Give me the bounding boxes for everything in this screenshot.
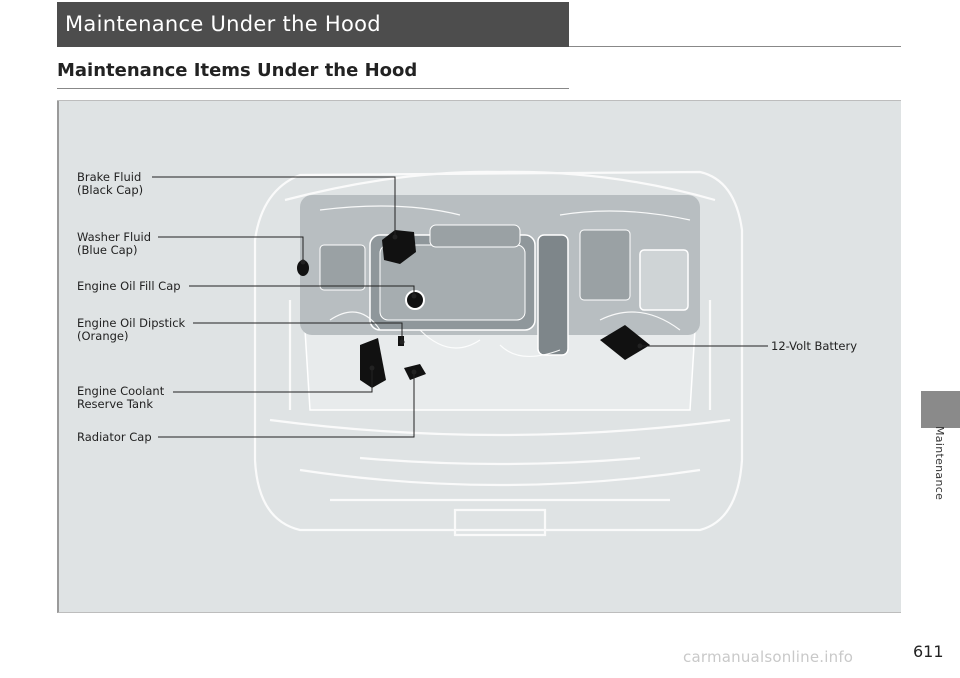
callout-engine-oil-fill-cap: Engine Oil Fill Cap (77, 279, 181, 293)
section-title: Maintenance Under the Hood (57, 2, 569, 47)
dipstick-leader (193, 322, 403, 342)
panel-top-rule (57, 100, 901, 101)
washer-fluid-leader (158, 236, 304, 262)
callout-engine-oil-dipstick: Engine Oil Dipstick (Orange) (77, 316, 186, 343)
callout-engine-coolant: Engine Coolant Reserve Tank (77, 384, 165, 411)
callout-battery: 12-Volt Battery (771, 339, 858, 353)
page-number: 611 (913, 642, 944, 661)
chapter-label: Maintenance (933, 426, 946, 501)
banner-rule (569, 46, 901, 47)
callout-washer-fluid: Washer Fluid (Blue Cap) (77, 230, 152, 257)
oil-fill-leader (189, 285, 415, 296)
callout-brake-fluid: Brake Fluid (Black Cap) (77, 170, 144, 197)
watermark: carmanualsonline.info (683, 648, 854, 666)
chapter-tab[interactable] (921, 391, 960, 428)
coolant-leader (173, 368, 373, 393)
subtitle-rule (57, 88, 569, 89)
subsection-title: Maintenance Items Under the Hood (57, 60, 418, 81)
radiator-leader (158, 372, 415, 438)
brake-fluid-leader (152, 176, 396, 237)
callout-radiator-cap: Radiator Cap (77, 430, 152, 444)
